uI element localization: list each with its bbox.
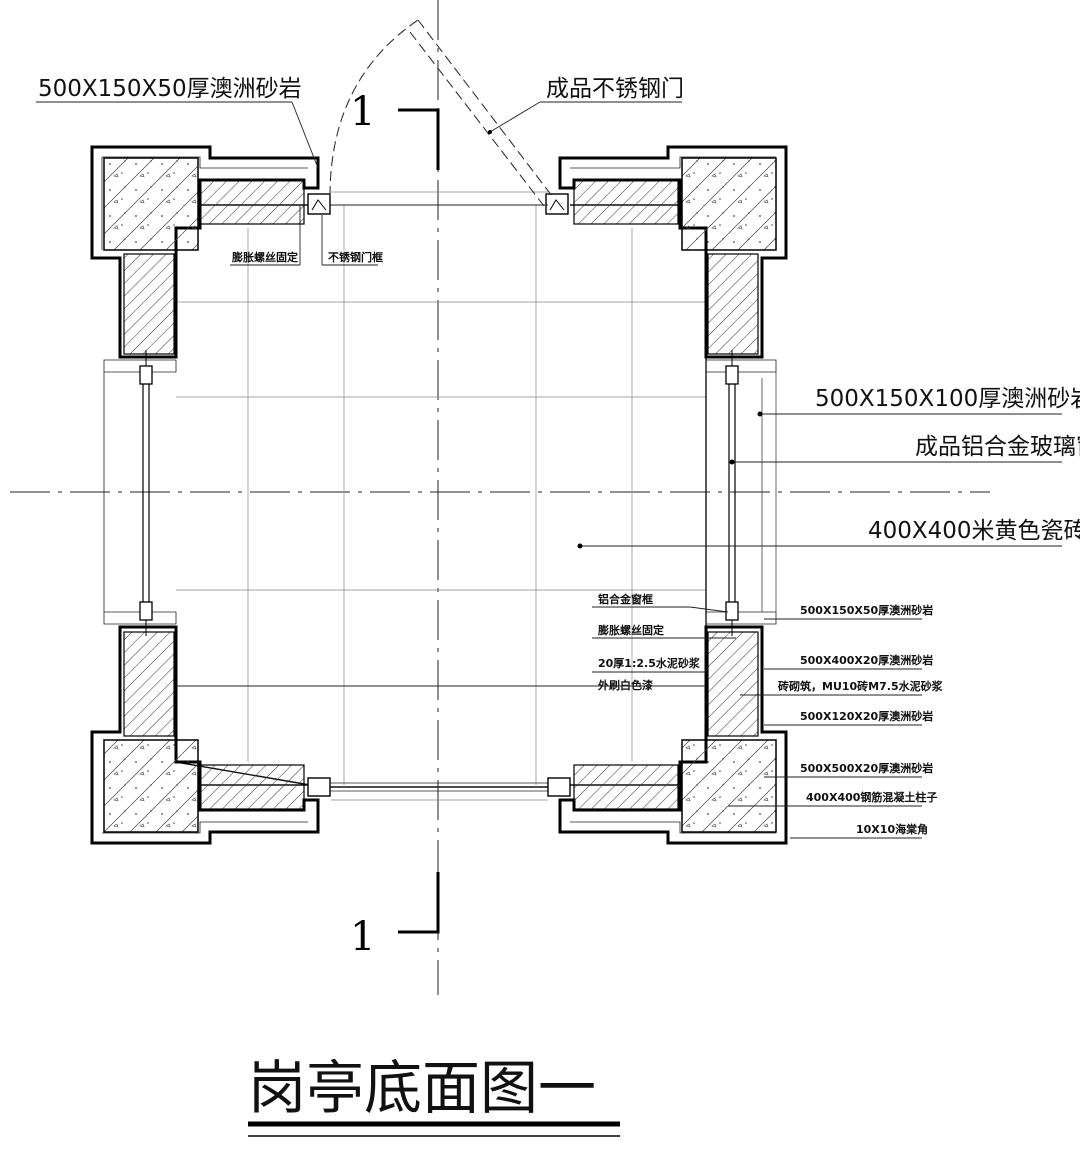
material-legend: 500X150X50厚澳洲砂岩 500X400X20厚澳洲砂岩 砖砌筑，MU10… xyxy=(728,603,944,839)
svg-text:外刷白色漆: 外刷白色漆 xyxy=(597,678,653,692)
svg-text:500X150X100厚澳洲砂岩: 500X150X100厚澳洲砂岩 xyxy=(815,386,1080,412)
callout-expansion-bolt-top: 膨胀螺丝固定 xyxy=(230,205,301,266)
svg-text:不锈钢门框: 不锈钢门框 xyxy=(328,250,383,264)
svg-text:500X150X50厚澳洲砂岩: 500X150X50厚澳洲砂岩 xyxy=(800,603,933,617)
right-window xyxy=(725,350,777,636)
svg-text:10X10海棠角: 10X10海棠角 xyxy=(856,822,928,836)
svg-text:成品不锈钢门: 成品不锈钢门 xyxy=(546,76,684,102)
floor-boundary xyxy=(175,204,707,786)
svg-text:岗亭底面图一: 岗亭底面图一 xyxy=(248,1054,596,1122)
corner-top-left xyxy=(90,145,331,373)
callout-alu-window: 成品铝合金玻璃窗 xyxy=(729,434,1080,465)
callout-stone-right: 500X150X100厚澳洲砂岩 xyxy=(757,386,1080,417)
corner-bottom-left xyxy=(90,611,548,845)
drawing-title: 岗亭底面图一 xyxy=(248,1054,620,1137)
svg-text:500X120X20厚澳洲砂岩: 500X120X20厚澳洲砂岩 xyxy=(800,709,933,723)
svg-text:500X500X20厚澳洲砂岩: 500X500X20厚澳洲砂岩 xyxy=(800,761,933,775)
floor-tile-grid xyxy=(176,191,706,801)
svg-text:成品铝合金玻璃窗: 成品铝合金玻璃窗 xyxy=(915,434,1080,460)
svg-text:20厚1:2.5水泥砂浆: 20厚1:2.5水泥砂浆 xyxy=(598,656,701,670)
steel-door-swing xyxy=(329,19,553,207)
svg-text:膨胀螺丝固定: 膨胀螺丝固定 xyxy=(231,250,298,264)
section-mark-bottom: 1 xyxy=(350,872,440,960)
callout-door-frame: 不锈钢门框 xyxy=(321,215,383,266)
callout-floor-tile: 400X400米黄色瓷砖 xyxy=(577,518,1080,549)
svg-text:铝合金窗框: 铝合金窗框 xyxy=(598,592,653,606)
corner-bottom-right xyxy=(547,611,788,845)
svg-text:1: 1 xyxy=(350,89,375,135)
left-window xyxy=(139,350,153,636)
svg-text:1: 1 xyxy=(350,914,375,960)
corner-top-right xyxy=(545,145,788,373)
svg-text:砖砌筑，MU10砖M7.5水泥砂浆: 砖砌筑，MU10砖M7.5水泥砂浆 xyxy=(778,679,944,693)
svg-text:500X400X20厚澳洲砂岩: 500X400X20厚澳洲砂岩 xyxy=(800,653,933,667)
svg-text:膨胀螺丝固定: 膨胀螺丝固定 xyxy=(597,623,664,637)
svg-text:400X400米黄色瓷砖: 400X400米黄色瓷砖 xyxy=(868,518,1080,544)
svg-text:400X400钢筋混凝土柱子: 400X400钢筋混凝土柱子 xyxy=(806,790,937,804)
section-mark-top: 1 xyxy=(350,89,440,170)
callout-steel-door: 成品不锈钢门 xyxy=(488,76,684,134)
svg-text:500X150X50厚澳洲砂岩: 500X150X50厚澳洲砂岩 xyxy=(38,76,302,102)
notes-right-inner: 铝合金窗框 膨胀螺丝固定 20厚1:2.5水泥砂浆 外刷白色漆 xyxy=(176,592,736,692)
callout-stone-top: 500X150X50厚澳洲砂岩 xyxy=(36,76,319,169)
